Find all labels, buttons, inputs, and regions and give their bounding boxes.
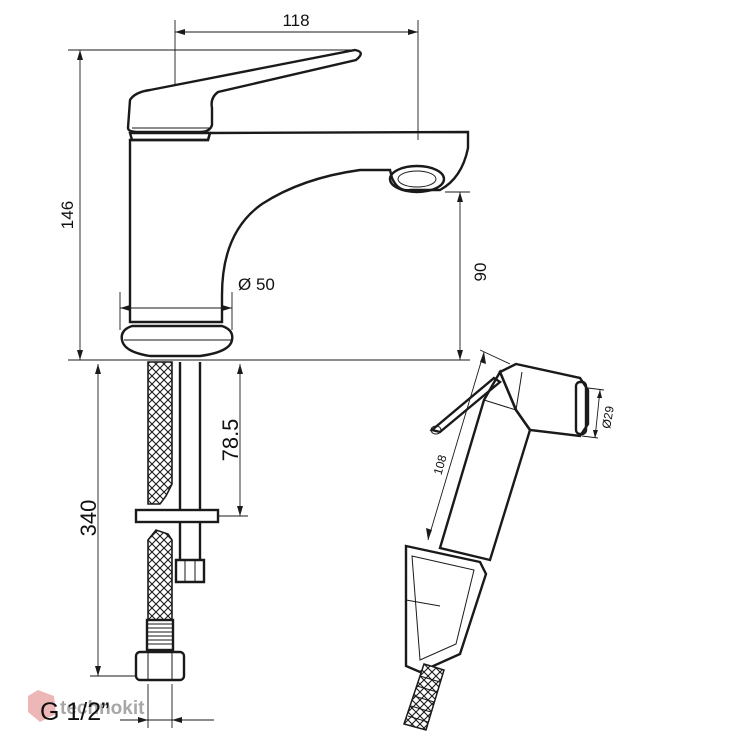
braided-hose-upper <box>147 361 173 505</box>
braided-hose-lower <box>147 529 173 621</box>
hose-nut <box>134 650 186 682</box>
dim-spout-height: 90 <box>471 263 490 282</box>
faucet-base <box>120 324 234 358</box>
shower-holder <box>404 544 488 674</box>
shower-trigger <box>429 376 503 434</box>
dim-base-diameter: Ø 50 <box>238 275 275 294</box>
watermark: technokit <box>28 690 145 722</box>
pipe-washer <box>134 508 220 524</box>
dim-hose-length: 340 <box>76 500 101 537</box>
dim-shower-length: 108 <box>431 453 450 476</box>
dim-shower-diameter: Ø29 <box>599 405 617 430</box>
watermark-logo-icon <box>28 690 56 722</box>
shower-hose-connector <box>403 663 445 731</box>
dim-width-top: 118 <box>282 11 309 30</box>
hand-shower: 108 Ø29 <box>403 349 617 731</box>
thread-label: G 1/2” <box>40 698 109 726</box>
dim-height-total: 146 <box>58 201 77 229</box>
watermark-text: technokit <box>60 698 145 719</box>
spout-aerator <box>388 164 446 194</box>
faucet-dimensions: 118 146 90 Ø 50 <box>58 11 490 361</box>
faucet-spout <box>128 130 470 324</box>
pipe-end-fitting <box>174 558 206 584</box>
hose-dimensions: 340 78.5 <box>76 364 248 728</box>
faucet-body <box>120 48 470 358</box>
faucet-lever <box>126 48 362 134</box>
dim-hose-fitting: 78.5 <box>218 419 243 462</box>
supply-hoses <box>134 361 220 682</box>
